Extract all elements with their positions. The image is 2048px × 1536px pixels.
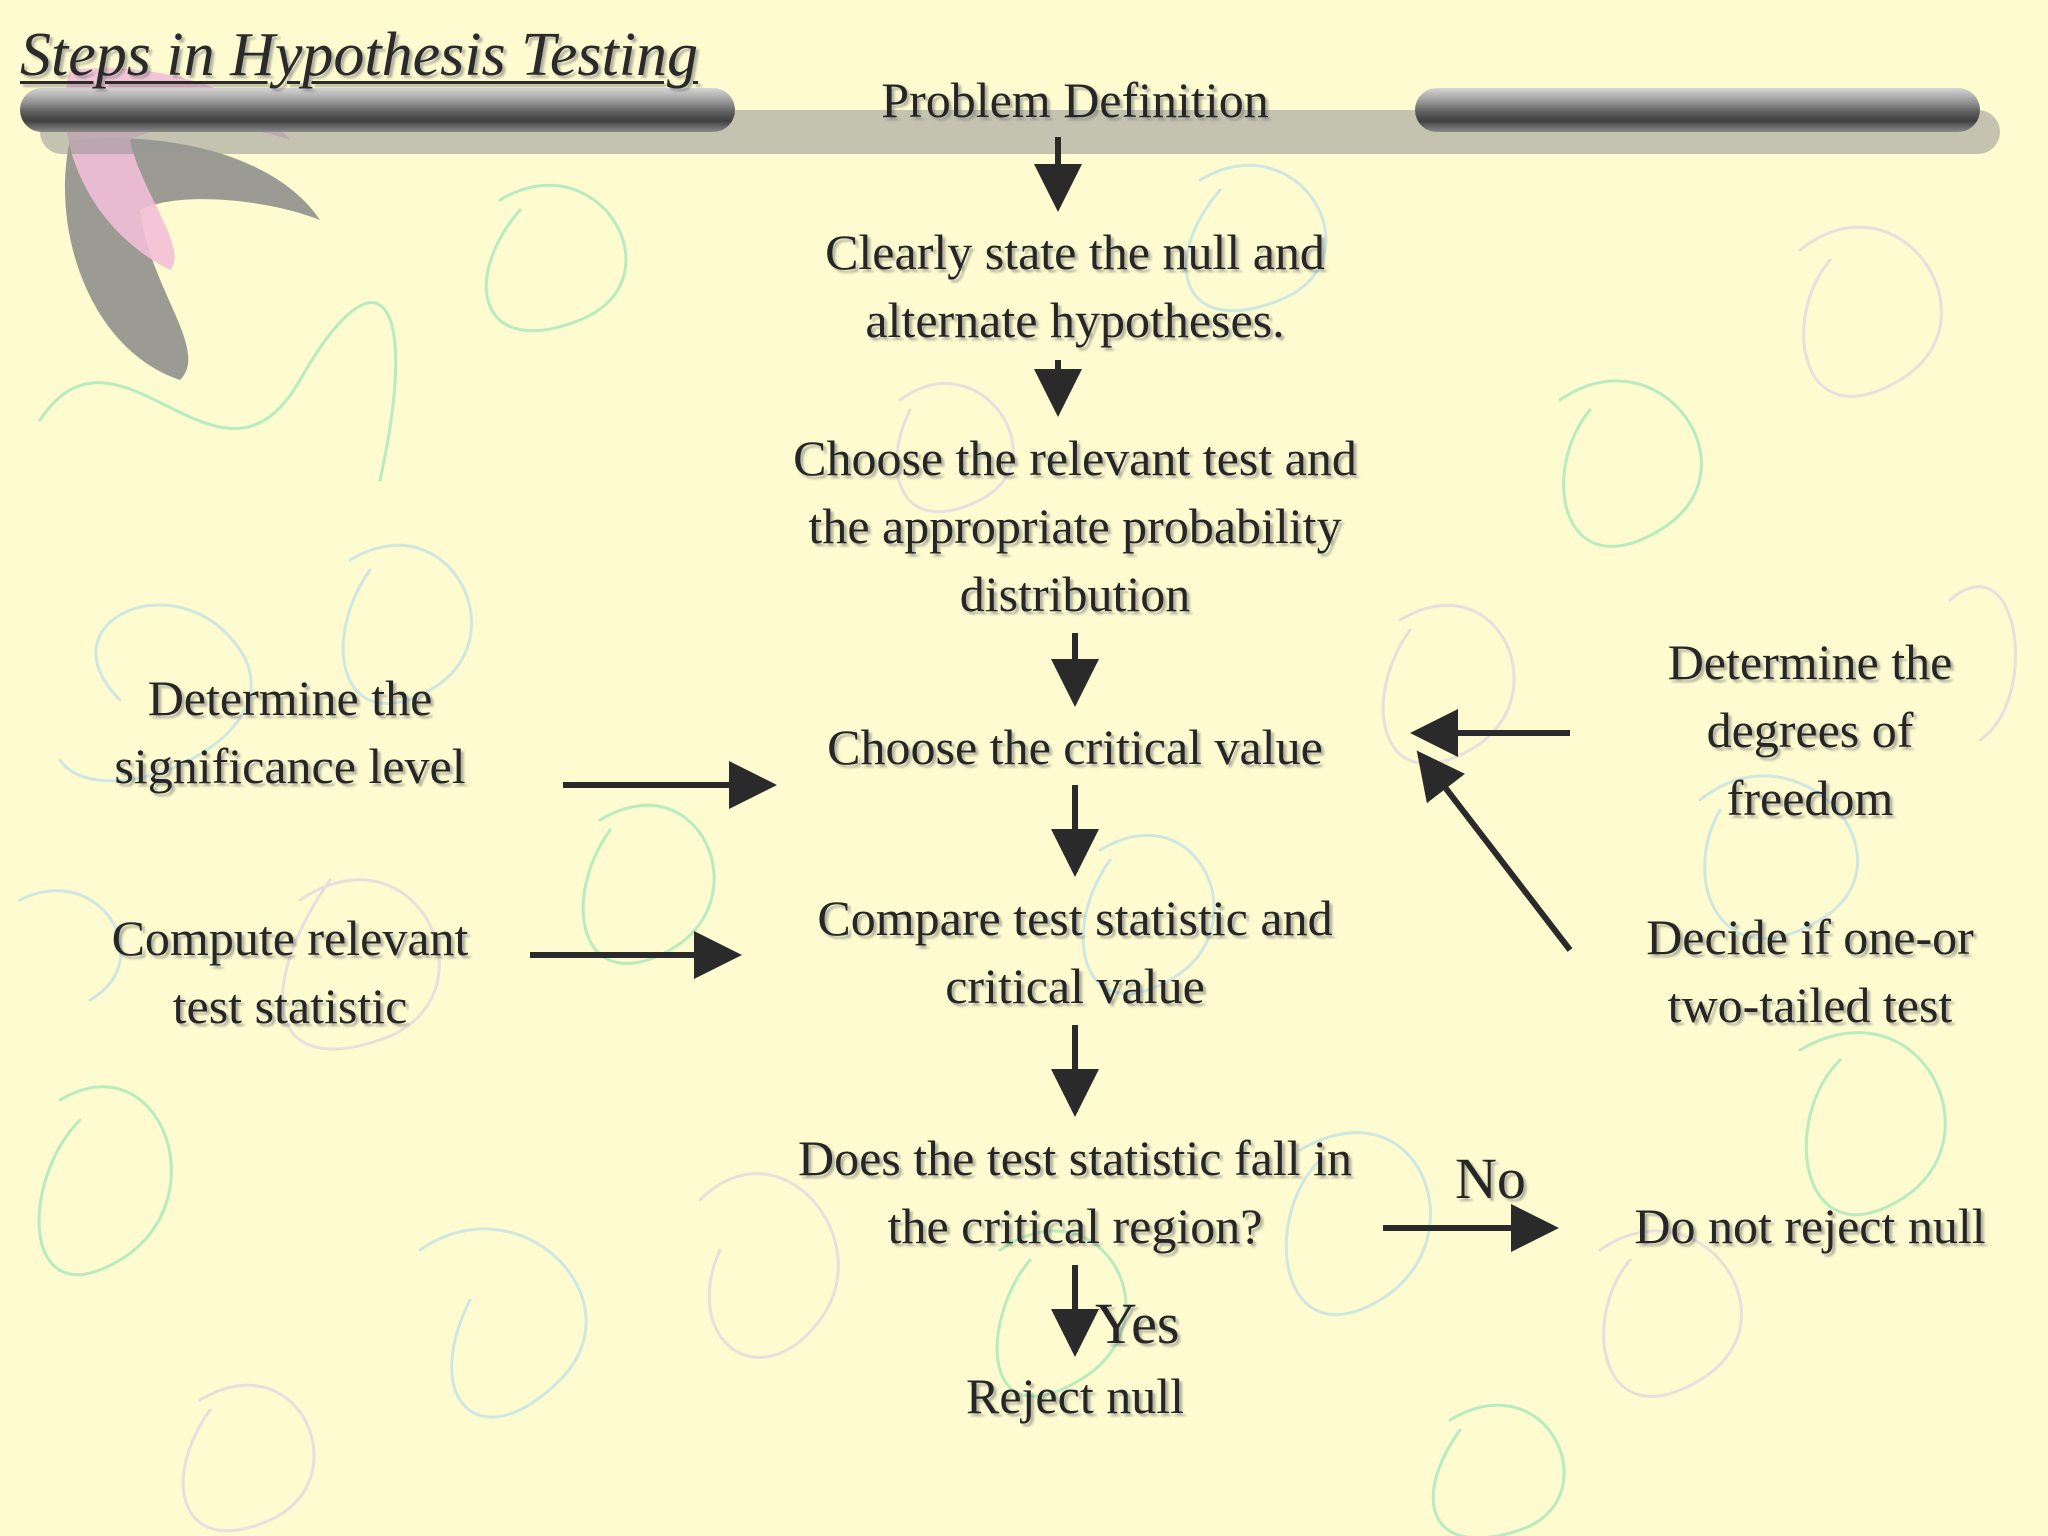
label-yes: Yes [1095, 1291, 1180, 1356]
slide-title: Steps in Hypothesis Testing [20, 21, 699, 89]
step-state-hypotheses: Clearly state the null and alternate hyp… [825, 224, 1325, 348]
step-compare: Compare test statistic and critical valu… [817, 890, 1333, 1014]
header-bar-right [1415, 88, 1980, 132]
label-no: No [1455, 1146, 1526, 1211]
step-decision: Does the test statistic fall in the crit… [797, 1130, 1353, 1254]
arrow-tails-to-critical [1416, 750, 1573, 952]
header-bar-left [20, 88, 735, 132]
side-significance-level: Determine the significance level [114, 670, 466, 794]
step-critical-value: Choose the critical value [827, 719, 1323, 775]
step-reject-null: Reject null [966, 1368, 1184, 1424]
side-compute-statistic: Compute relevant test statistic [111, 910, 469, 1034]
step-choose-test: Choose the relevant test and the appropr… [793, 430, 1357, 622]
side-do-not-reject: Do not reject null [1634, 1198, 1986, 1254]
step-problem-definition: Problem Definition [881, 72, 1269, 128]
side-tails: Decide if one-or two-tailed test [1646, 909, 1974, 1033]
side-degrees-of-freedom: Determine the degrees of freedom [1667, 634, 1953, 826]
